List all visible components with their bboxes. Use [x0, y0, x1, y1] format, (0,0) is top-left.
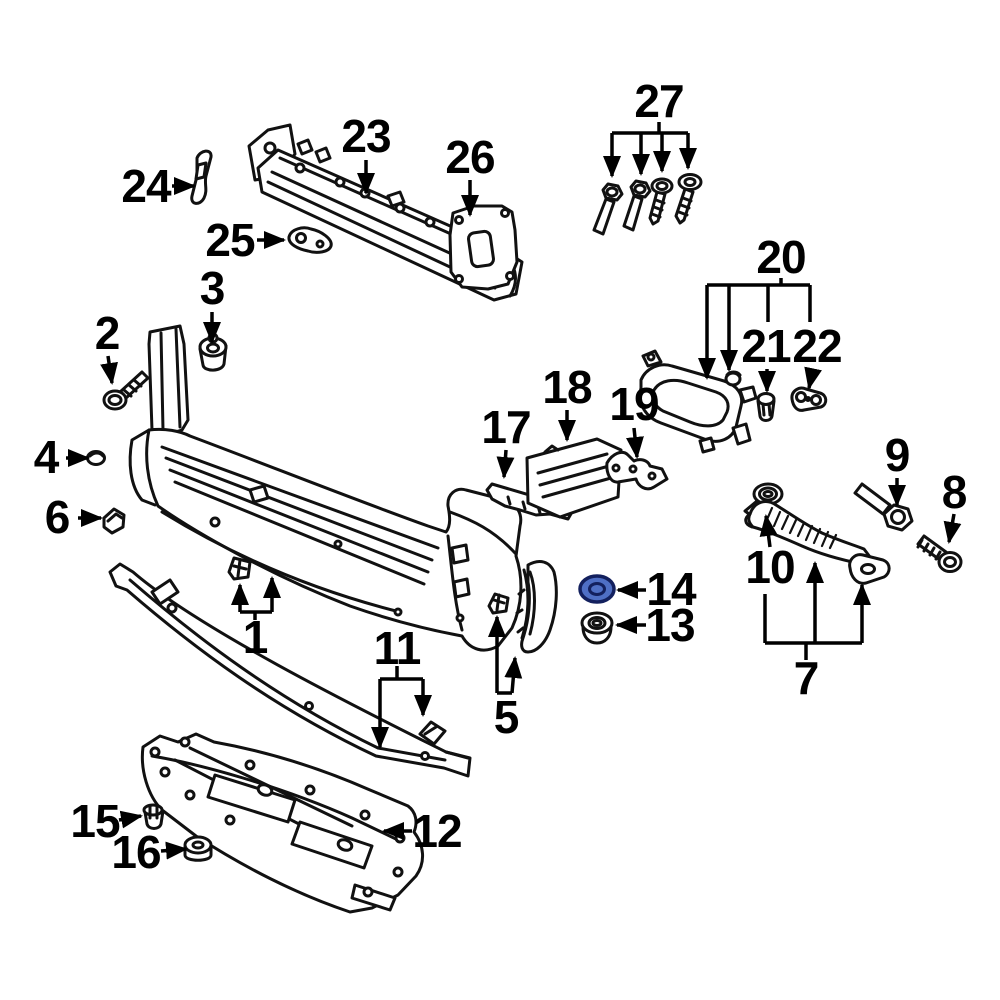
- part-24-bracket-drawing: [190, 149, 213, 205]
- part-9-bolt-drawing: [853, 482, 914, 532]
- leader-8: [943, 513, 962, 544]
- part-7-rail-drawing: [744, 500, 872, 566]
- part-21-bulb-drawing: [756, 392, 776, 422]
- leader-27-bracket: [612, 122, 688, 135]
- part-15-clip-drawing: [142, 803, 165, 830]
- leader-11-bracket: [380, 666, 423, 681]
- leader-1-bracket: [240, 610, 272, 620]
- leader-19: [625, 427, 644, 459]
- part-20-lamp-drawing: [638, 349, 758, 454]
- part-7-plate-drawing: [848, 553, 891, 585]
- part-27-fasteners-drawing: [592, 173, 703, 236]
- part-5-clip-drawing: [487, 592, 510, 615]
- part-bumper-cover-drawing: [128, 324, 530, 652]
- leader-22: [804, 366, 822, 390]
- part-6-clip-drawing: [102, 507, 126, 535]
- leader-2: [100, 355, 118, 385]
- leader-10: [759, 514, 778, 548]
- part-4-clip-drawing: [86, 450, 106, 466]
- part-5-molding-drawing: [515, 560, 558, 654]
- part-11-clip-drawing: [418, 720, 447, 746]
- leader-20-bracket: [707, 278, 812, 322]
- leader-17: [496, 449, 515, 479]
- part-22-socket-drawing: [790, 386, 828, 412]
- part-1-clip-drawing: [227, 556, 252, 581]
- part-2-screw-drawing: [102, 370, 150, 411]
- part-14-grommet-highlighted-drawing: [578, 574, 616, 604]
- part-12-under-cover-drawing: [140, 732, 424, 914]
- part-26-side-bracket-drawing: [448, 204, 519, 291]
- leader-15: [118, 810, 143, 829]
- part-25-bracket-drawing: [287, 226, 333, 254]
- part-8-screw-drawing: [916, 534, 963, 573]
- part-13-grommet-drawing: [580, 611, 614, 645]
- part-19-bracket-drawing: [605, 450, 669, 491]
- part-16-grommet-drawing: [183, 835, 213, 862]
- leader-16: [160, 841, 188, 860]
- leader-lines: [66, 122, 962, 860]
